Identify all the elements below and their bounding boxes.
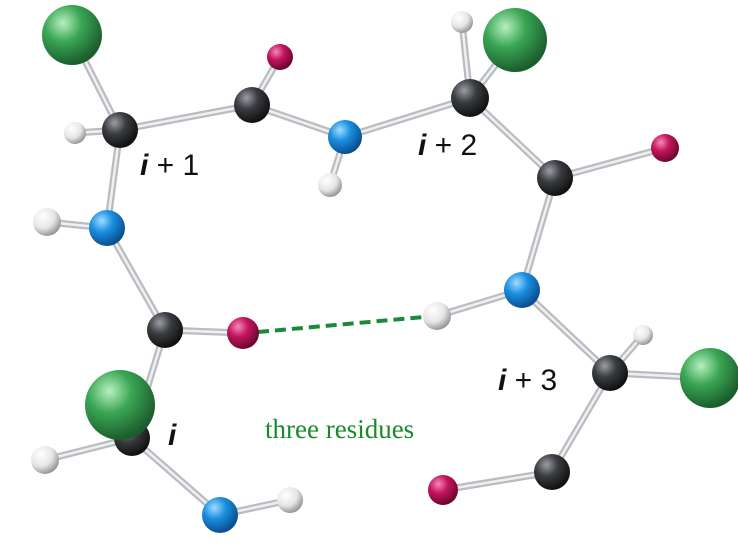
oxygen-atom: [267, 44, 293, 70]
hydrogen-atom: [31, 446, 59, 474]
side-chain-atom: [42, 5, 102, 65]
carbon-atom: [147, 312, 183, 348]
nitrogen-atom: [89, 210, 125, 246]
bond: [468, 96, 557, 180]
carbon-atom: [234, 87, 270, 123]
bond: [441, 470, 554, 492]
bond: [343, 96, 472, 139]
atoms: [31, 5, 738, 533]
nitrogen-atom: [328, 120, 362, 154]
oxygen-atom: [651, 134, 679, 162]
carbon-atom: [102, 112, 138, 148]
carbon-atom: [534, 454, 570, 490]
hydrogen-atom: [318, 173, 342, 197]
hydrogen-atom: [277, 487, 303, 513]
side-chain-atom: [483, 8, 547, 72]
carbon-atom: [451, 79, 489, 117]
bond: [550, 371, 612, 474]
hydrogen-atom: [64, 122, 86, 144]
nitrogen-atom: [504, 272, 540, 308]
nitrogen-atom: [202, 497, 238, 533]
hydrogen-bond: [257, 315, 425, 334]
label-residue-i-plus-3: i + 3: [498, 364, 557, 397]
bond: [118, 103, 254, 132]
label-residue-i-plus-1: i + 1: [140, 149, 199, 182]
bond: [553, 146, 667, 180]
bond: [520, 176, 557, 292]
label-residue-i-plus-2: i + 2: [418, 129, 477, 162]
oxygen-atom: [227, 317, 259, 349]
hydrogen-atom: [633, 325, 653, 345]
label-residue-i: i: [168, 419, 177, 452]
hydrogen-atom: [451, 11, 473, 33]
oxygen-atom: [428, 475, 458, 505]
bond: [130, 436, 222, 517]
carbon-atom: [592, 355, 628, 391]
carbon-atom: [537, 160, 573, 196]
hydrogen-atom: [33, 208, 61, 236]
bond: [105, 226, 167, 332]
hydrogen-atom: [423, 302, 451, 330]
side-chain-atom: [680, 348, 738, 408]
side-chain-atom: [85, 370, 155, 440]
bond: [520, 288, 612, 375]
caption-three-residues: three residues: [265, 414, 414, 444]
